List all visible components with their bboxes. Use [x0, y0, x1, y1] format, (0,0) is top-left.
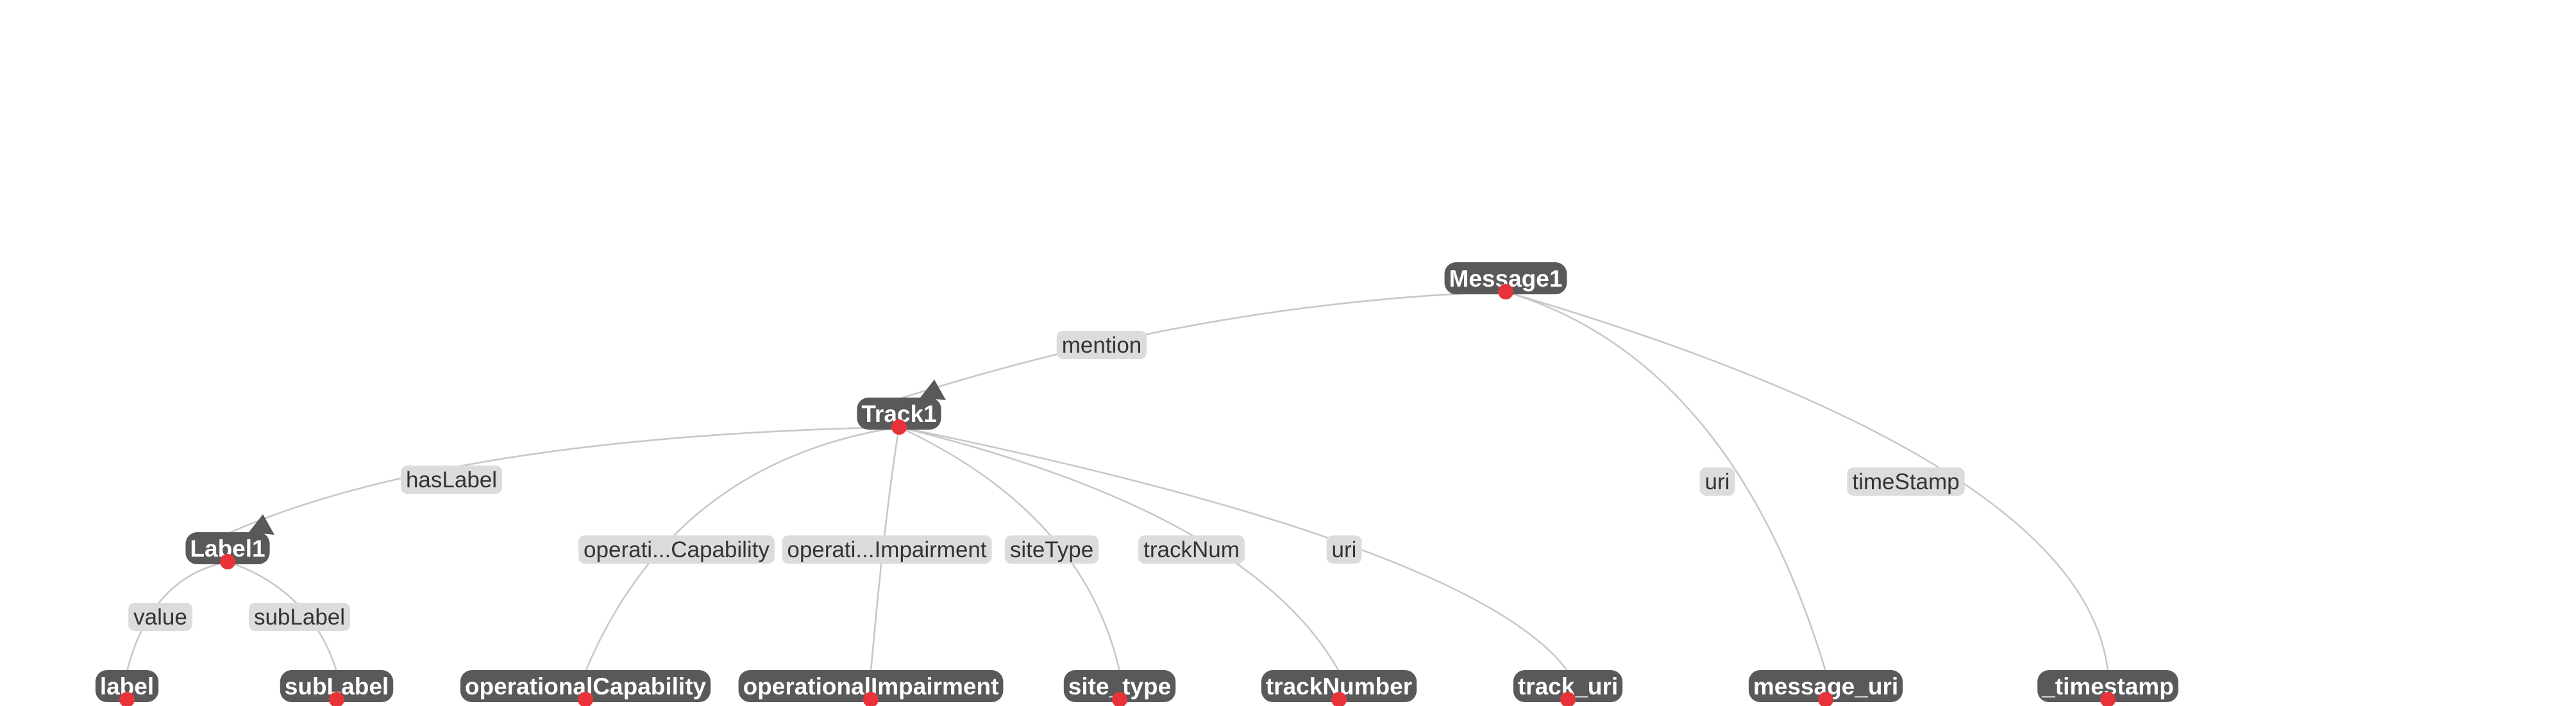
edge-label-text: mention: [1062, 333, 1142, 358]
port-dot-icon[interactable]: [220, 554, 235, 569]
edge-label-background: [400, 466, 503, 494]
node-tracknumber[interactable]: trackNumber: [1261, 670, 1417, 706]
port-dot-icon[interactable]: [119, 692, 135, 706]
edge-label-background: [1138, 535, 1245, 564]
edge-track1-sitetype[interactable]: [898, 426, 1121, 672]
edge-label-background: [1004, 535, 1099, 564]
edge-label-track1-sitetype[interactable]: siteType: [1004, 535, 1099, 564]
edge-track1-label1[interactable]: [227, 426, 900, 535]
edge-label-text: subLabel: [254, 605, 345, 630]
port-dot-icon[interactable]: [1498, 284, 1513, 299]
edge-label-track1-label1[interactable]: hasLabel: [400, 466, 503, 494]
edge-label-text: operati...Impairment: [787, 537, 987, 562]
edge-label-text: uri: [1332, 537, 1357, 562]
edge-label-background: [578, 535, 775, 564]
edge-label-text: trackNum: [1143, 537, 1240, 562]
edge-label-text: operati...Capability: [584, 537, 770, 562]
edge-track1-tracknumber[interactable]: [898, 426, 1340, 672]
edge-label-track1-opimp[interactable]: operati...Impairment: [782, 535, 992, 564]
node-trackuri[interactable]: track_uri: [1513, 670, 1623, 706]
node-label[interactable]: label: [95, 670, 159, 706]
edge-message1-messageuri[interactable]: [1505, 290, 1827, 672]
edge-label-message1-track1[interactable]: mention: [1056, 331, 1147, 359]
edge-arrowhead-icon: [920, 380, 946, 400]
node-background: [1748, 670, 1903, 702]
edge-track1-opcap[interactable]: [584, 426, 900, 672]
edge-label-text: uri: [1705, 469, 1730, 494]
edge-label-label1-label[interactable]: value: [128, 603, 192, 631]
node-background: [460, 670, 711, 702]
port-dot-icon[interactable]: [578, 692, 593, 706]
edge-label-background: [248, 603, 351, 631]
edge-label-background: [1056, 331, 1147, 359]
node-message1[interactable]: Message1: [1444, 262, 1567, 299]
edge-label-background: [1847, 467, 1965, 496]
port-dot-icon[interactable]: [2100, 692, 2116, 706]
edge-label-text: siteType: [1010, 537, 1093, 562]
node-background: [2037, 670, 2178, 702]
node-background: [1513, 670, 1623, 702]
port-dot-icon[interactable]: [1112, 692, 1127, 706]
edge-label-text: value: [133, 605, 187, 630]
edge-label-message1-messageuri[interactable]: uri: [1699, 467, 1735, 496]
port-dot-icon[interactable]: [891, 419, 907, 435]
port-dot-icon[interactable]: [1560, 692, 1576, 706]
edge-label1-label[interactable]: [126, 560, 228, 672]
port-dot-icon[interactable]: [1818, 692, 1833, 706]
node-label1[interactable]: Label1: [185, 532, 270, 569]
edge-arrowhead-icon: [249, 514, 274, 535]
node-background: [280, 670, 394, 702]
edge-message1-track1[interactable]: [898, 290, 1506, 400]
edge-track1-opimp[interactable]: [870, 426, 900, 672]
node-background: [1261, 670, 1417, 702]
port-dot-icon[interactable]: [1331, 692, 1347, 706]
edge-label-text: timeStamp: [1852, 469, 1959, 494]
edge-label-track1-trackuri[interactable]: uri: [1326, 535, 1362, 564]
node-background: [857, 398, 941, 430]
node-opcap[interactable]: operationalCapability: [460, 670, 711, 706]
edge-label-background: [782, 535, 992, 564]
edge-label-label1-sublabel[interactable]: subLabel: [248, 603, 351, 631]
port-dot-icon[interactable]: [329, 692, 344, 706]
node-track1[interactable]: Track1: [857, 398, 941, 435]
edge-label-text: hasLabel: [406, 467, 497, 492]
node-opimp[interactable]: operationalImpairment: [738, 670, 1004, 706]
port-dot-icon[interactable]: [863, 692, 879, 706]
node-timestamp[interactable]: _timestamp: [2037, 670, 2178, 706]
node-sitetype[interactable]: site_type: [1063, 670, 1176, 706]
node-background: [95, 670, 159, 702]
node-background: [1444, 262, 1567, 294]
edge-label-track1-tracknumber[interactable]: trackNum: [1138, 535, 1245, 564]
node-background: [1063, 670, 1176, 702]
node-messageuri[interactable]: message_uri: [1748, 670, 1903, 706]
node-background: [185, 532, 270, 564]
edge-label-message1-timestamp[interactable]: timeStamp: [1847, 467, 1965, 496]
edge-labels-layer: mention uri timeStamp hasLabel operati...Cap…: [128, 331, 1965, 631]
edge-label-background: [1326, 535, 1362, 564]
edge-label-background: [128, 603, 192, 631]
edge-label-background: [1699, 467, 1735, 496]
edge-label-track1-opcap[interactable]: operati...Capability: [578, 535, 775, 564]
node-sublabel[interactable]: subLabel: [280, 670, 394, 706]
node-background: [738, 670, 1004, 702]
